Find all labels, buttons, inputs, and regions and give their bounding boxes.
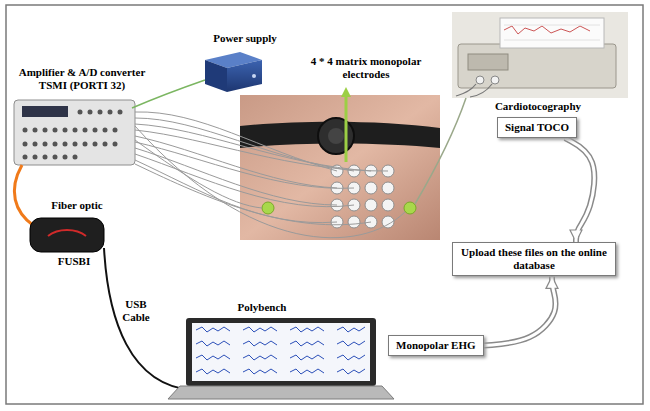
power-wire bbox=[132, 80, 205, 108]
box-text: Signal TOCO bbox=[505, 121, 569, 134]
box-text: Upload these files on the online databas… bbox=[460, 246, 608, 272]
fiber-optic-cable bbox=[14, 165, 34, 226]
usb-cable bbox=[104, 248, 192, 390]
arrow-fill bbox=[565, 138, 594, 242]
pointer-arrow bbox=[345, 92, 348, 162]
process-box: Signal TOCO bbox=[497, 117, 577, 138]
part-label: Power supply bbox=[205, 32, 285, 45]
arrow-outline bbox=[565, 138, 594, 242]
amplifier-device bbox=[14, 100, 135, 165]
arrow-fill bbox=[484, 276, 556, 345]
curved-arrow bbox=[484, 276, 556, 345]
part-label: USB Cable bbox=[116, 298, 156, 324]
frame bbox=[6, 5, 643, 404]
curved-arrow bbox=[565, 138, 594, 242]
fusbi-device bbox=[30, 218, 104, 252]
process-box: Upload these files on the online databas… bbox=[452, 242, 616, 276]
part-label: 4 * 4 matrix monopolar electrodes bbox=[300, 55, 432, 81]
process-box: Monopolar EHG bbox=[388, 335, 484, 356]
electrode-wires bbox=[135, 112, 405, 238]
power-supply-box bbox=[205, 52, 262, 92]
part-label: Amplifier & A/D converter TSMI (PORTI 32… bbox=[6, 66, 158, 92]
box-text: Monopolar EHG bbox=[396, 339, 476, 352]
part-label: Polybench bbox=[222, 301, 302, 314]
part-label: Fiber optic bbox=[42, 199, 112, 212]
laptop bbox=[168, 318, 394, 399]
toco-wire bbox=[415, 98, 466, 204]
arrow-outline bbox=[484, 276, 556, 345]
part-label: Cardiotocography bbox=[478, 100, 598, 113]
cardiotocography-machine bbox=[452, 12, 628, 98]
part-label: FUSBI bbox=[52, 255, 96, 268]
